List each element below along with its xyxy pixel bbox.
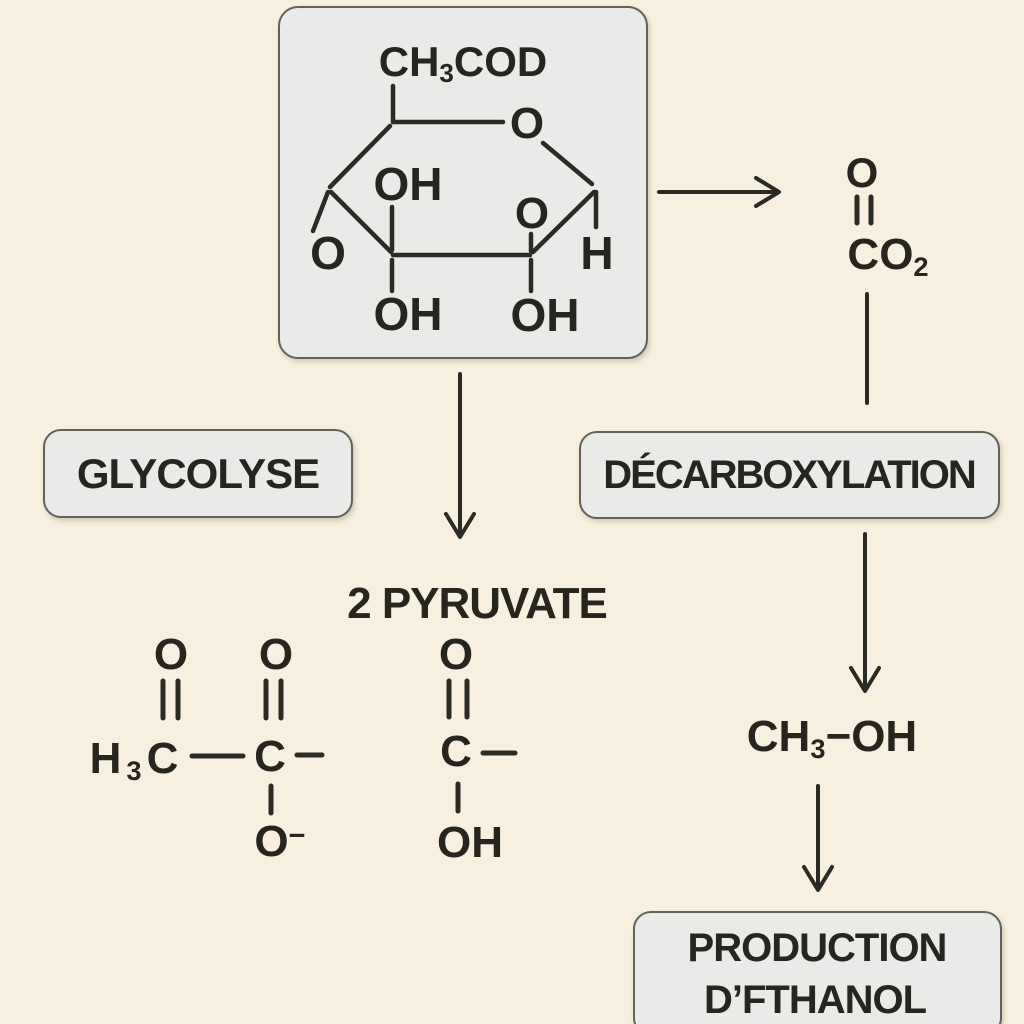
pyruvate-right-hydroxyl-label: OH: [437, 818, 503, 867]
pyruvate-right-oxygen-label: O: [438, 630, 474, 679]
co2-oxygen-label: O: [845, 149, 879, 196]
formula-subscript: 3: [439, 58, 454, 89]
arrow-glucose-to-co2: [657, 176, 781, 208]
formula-post: C: [146, 734, 179, 783]
pyruvate-right-carbon-label: C: [440, 727, 472, 776]
oxygen-inner-label: O: [514, 189, 550, 238]
formula-subscript: 3: [126, 754, 142, 786]
ethanol-production-box: [633, 911, 1002, 1024]
decarboxylation-label: DÉCARBOXYLATION: [603, 453, 976, 497]
glycolysis-label-box: [43, 429, 353, 518]
arrow-methanol-to-production: [802, 784, 834, 892]
oxygen-anion-label: O−: [254, 820, 305, 864]
pyruvate-title: 2 PYRUVATE: [347, 579, 608, 628]
glucose-structure-panel: [278, 6, 648, 359]
glycolysis-label: GLYCOLYSE: [76, 450, 320, 497]
hydroxyl-bottom-left-label: OH: [373, 288, 443, 340]
pyruvate-left-oxygen1-label: O: [153, 630, 189, 679]
formula-post: −OH: [825, 712, 918, 761]
ring-oxygen-label: O: [509, 99, 545, 148]
formula-pre: CO: [847, 230, 914, 279]
pyruvate-and-co2-bonds: [160, 194, 874, 816]
hydroxyl-top-label: OH: [373, 158, 443, 210]
methanol-formula-label: CH3−OH: [746, 712, 918, 762]
arrow-decarboxylation-to-methanol: [849, 532, 881, 693]
production-label-line2: D’FTHANOL: [703, 978, 927, 1022]
formula-pre: H: [89, 734, 122, 783]
formula-superscript: −: [288, 819, 306, 852]
oxygen-left-label: O: [310, 227, 346, 279]
pyruvate-left-carbon2-label: C: [254, 732, 286, 781]
co2-formula-label: CO2: [847, 230, 928, 280]
formula-subscript: 3: [810, 732, 826, 764]
formula-subscript: 2: [913, 250, 929, 282]
hydroxyl-bottom-right-label: OH: [510, 289, 580, 341]
glucose-ring-bonds: [310, 83, 599, 294]
formula-pre: O: [254, 817, 289, 866]
decarboxylation-label-box: [579, 431, 1000, 519]
arrow-glucose-to-pyruvate: [444, 372, 476, 539]
pyruvate-left-oxygen2-label: O: [258, 630, 294, 679]
hydrogen-right-label: H: [580, 227, 614, 279]
glucose-formula-label: CH3COD: [378, 38, 548, 87]
formula-pre: CH: [746, 712, 811, 761]
formula-pre: CH: [378, 38, 440, 85]
production-label-line1: PRODUCTION: [687, 926, 948, 970]
formula-post: COD: [453, 38, 548, 85]
